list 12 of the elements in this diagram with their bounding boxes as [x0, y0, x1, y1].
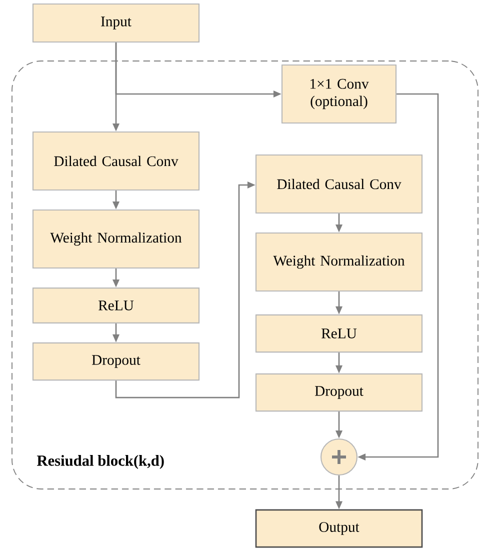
process-box: Weight Normalization: [255, 232, 423, 292]
process-box: Dropout: [32, 342, 200, 381]
input-box: Input: [32, 3, 200, 43]
process-box: Weight Normalization: [32, 209, 200, 269]
process-box: Dilated Causal Conv: [32, 131, 200, 191]
process-box: ReLU: [255, 314, 423, 353]
process-box: ReLU: [32, 288, 200, 324]
adder-circle: [320, 438, 358, 476]
process-box: Dilated Causal Conv: [255, 154, 423, 214]
process-box: 1×1 Conv (optional): [281, 64, 397, 124]
output-box: Output: [255, 509, 423, 548]
process-box: Dropout: [255, 373, 423, 412]
